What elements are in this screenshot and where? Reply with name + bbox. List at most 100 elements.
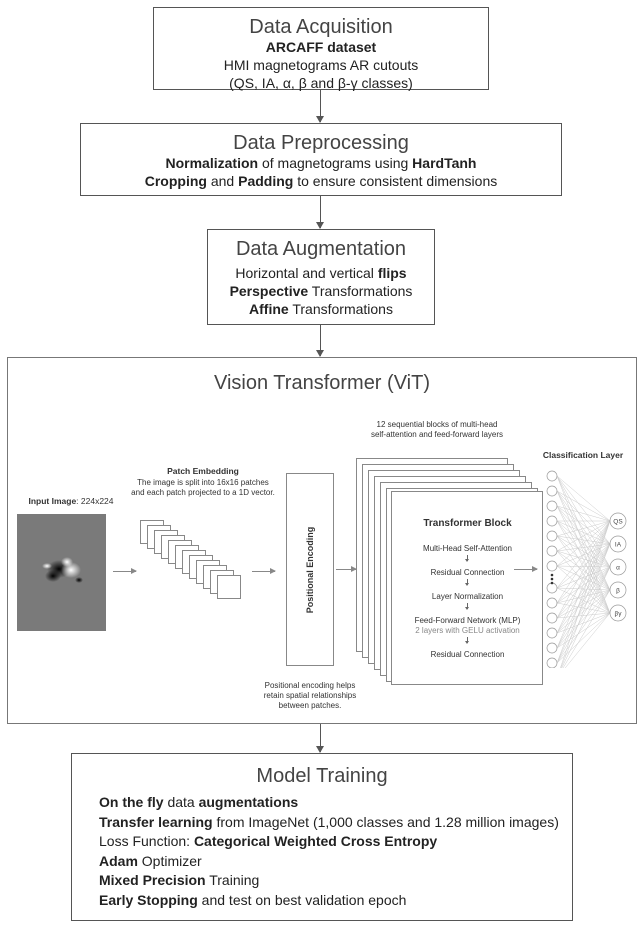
tr-l2-b: Transfer learning bbox=[99, 813, 213, 830]
hidden-neuron bbox=[546, 657, 558, 668]
data-acquisition-box: Data Acquisition ARCAFF dataset HMI magn… bbox=[153, 7, 489, 91]
network-edge bbox=[556, 535, 611, 591]
aug-l3-b: Affine bbox=[249, 301, 289, 317]
augmentation-line-1: Horizontal and vertical flips bbox=[208, 264, 434, 282]
tr-l4-t: Optimizer bbox=[137, 852, 202, 869]
network-edge bbox=[556, 490, 611, 545]
network-edge bbox=[556, 587, 611, 591]
network-edge bbox=[556, 520, 611, 568]
network-edge bbox=[556, 490, 611, 591]
tb-step-2: Residual Connection bbox=[430, 568, 505, 577]
tb-step-5: Residual Connection bbox=[430, 650, 505, 659]
pre-l1-t1: of magnetograms using bbox=[258, 155, 413, 171]
preprocessing-line-1: Normalization of magnetograms using Hard… bbox=[81, 154, 561, 172]
output-label: IA bbox=[615, 542, 622, 549]
patch-embedding-title: Patch Embedding bbox=[167, 466, 239, 476]
network-edge bbox=[556, 543, 611, 634]
network-edge bbox=[556, 490, 611, 522]
aug-l2-b: Perspective bbox=[229, 283, 309, 299]
acquisition-line-3: (QS, IA, α, β and β-γ classes) bbox=[229, 75, 413, 91]
arrow-aug-to-vit bbox=[316, 325, 324, 357]
training-line-5: Mixed Precision Training bbox=[99, 871, 572, 891]
output-label: βγ bbox=[615, 611, 623, 618]
network-edge bbox=[556, 589, 611, 649]
data-preprocessing-box: Data Preprocessing Normalization of magn… bbox=[80, 123, 562, 196]
tr-l3-b: Categorical Weighted Cross Entropy bbox=[193, 833, 438, 849]
output-neuron: QS bbox=[609, 512, 627, 530]
network-edge bbox=[556, 475, 611, 591]
output-label: α bbox=[616, 565, 620, 572]
network-edge bbox=[561, 566, 611, 668]
patch-tile bbox=[217, 575, 241, 599]
network-edge bbox=[556, 543, 611, 604]
network-edge bbox=[556, 520, 611, 664]
hidden-neuron bbox=[546, 545, 558, 557]
positional-encoding-block: Positional Encoding bbox=[286, 473, 334, 666]
network-edge bbox=[556, 612, 611, 649]
vit-box: Vision Transformer (ViT) Input Image: 22… bbox=[7, 357, 637, 724]
acquisition-line-2: HMI magnetograms AR cutouts bbox=[223, 57, 419, 73]
pre-l2-b1: Cropping bbox=[144, 173, 207, 189]
network-edge bbox=[556, 520, 611, 589]
network-edge bbox=[556, 505, 611, 522]
patch-embedding-desc-2: and each patch projected to a 1D vector. bbox=[131, 488, 275, 497]
transformer-block: Transformer Block Multi-Head Self-Attent… bbox=[391, 491, 543, 685]
input-magnetogram-image bbox=[17, 514, 106, 631]
network-edge bbox=[556, 589, 611, 664]
aug-l1-t: Horizontal and vertical bbox=[235, 265, 378, 281]
arrow-patch-to-pos bbox=[252, 568, 276, 574]
network-edge bbox=[556, 566, 611, 649]
ellipsis-dot bbox=[550, 577, 554, 581]
training-line-3: Loss Function: Categorical Weighted Cros… bbox=[99, 832, 572, 852]
network-edge bbox=[556, 520, 611, 649]
arrow-pre-to-aug bbox=[316, 196, 324, 229]
model-training-title: Model Training bbox=[256, 765, 388, 787]
tr-l5-b: Mixed Precision bbox=[99, 872, 206, 888]
tr-l3-t: Loss Function: bbox=[99, 833, 194, 849]
training-line-2: Transfer learning from ImageNet (1,000 c… bbox=[99, 813, 572, 833]
hidden-neuron bbox=[546, 515, 558, 527]
transformer-block-title: Transformer Block bbox=[423, 518, 512, 529]
output-neuron: IA bbox=[609, 535, 627, 553]
network-edge bbox=[556, 520, 611, 619]
tb-mlp-note: 2 layers with GELU activation bbox=[415, 626, 520, 635]
network-edge bbox=[556, 543, 611, 619]
output-label: QS bbox=[613, 519, 623, 526]
tb-step-1: Multi-Head Self-Attention bbox=[423, 544, 512, 553]
hidden-neuron bbox=[546, 485, 558, 497]
network-edge bbox=[556, 490, 611, 568]
aug-l2-t: Transformations bbox=[308, 283, 413, 299]
pre-l2-t1: and bbox=[206, 173, 239, 189]
network-edge bbox=[556, 543, 611, 664]
network-edge bbox=[556, 505, 611, 614]
arrow-transformer-to-cls bbox=[514, 566, 538, 572]
tb-arrow-4 bbox=[465, 637, 469, 644]
tr-l2-t: from ImageNet (1,000 classes and 1.28 mi… bbox=[212, 813, 559, 830]
hidden-neuron bbox=[546, 530, 558, 542]
output-neuron: βγ bbox=[609, 604, 627, 622]
network-edge bbox=[556, 602, 611, 614]
output-label: β bbox=[616, 588, 620, 595]
hidden-neuron bbox=[546, 470, 558, 482]
classification-layer-title: Classification Layer bbox=[542, 450, 624, 460]
ellipsis-dot bbox=[550, 573, 554, 577]
arrow-input-to-patch bbox=[113, 568, 137, 574]
classification-network: QS IA α β βγ bbox=[546, 470, 627, 668]
tb-arrow-1 bbox=[465, 555, 469, 562]
pre-l2-b2: Padding bbox=[238, 173, 294, 189]
acquisition-line-1: ARCAFF dataset bbox=[265, 39, 377, 55]
pos-note-3: between patches. bbox=[278, 701, 342, 710]
tr-l5-t: Training bbox=[205, 872, 260, 888]
network-edge bbox=[556, 520, 611, 552]
network-edge bbox=[560, 543, 611, 668]
pos-note-1: Positional encoding helps bbox=[264, 681, 356, 690]
network-edge bbox=[556, 505, 611, 591]
arrow-vit-to-training bbox=[316, 724, 324, 753]
network-edge bbox=[556, 520, 611, 614]
input-image-label-t: : 224x224 bbox=[76, 496, 114, 506]
network-edge bbox=[556, 475, 611, 522]
network-edge bbox=[556, 490, 611, 614]
network-edge bbox=[556, 505, 611, 568]
training-line-6: Early Stopping and test on best validati… bbox=[99, 891, 572, 911]
data-preprocessing-title: Data Preprocessing bbox=[233, 132, 409, 154]
